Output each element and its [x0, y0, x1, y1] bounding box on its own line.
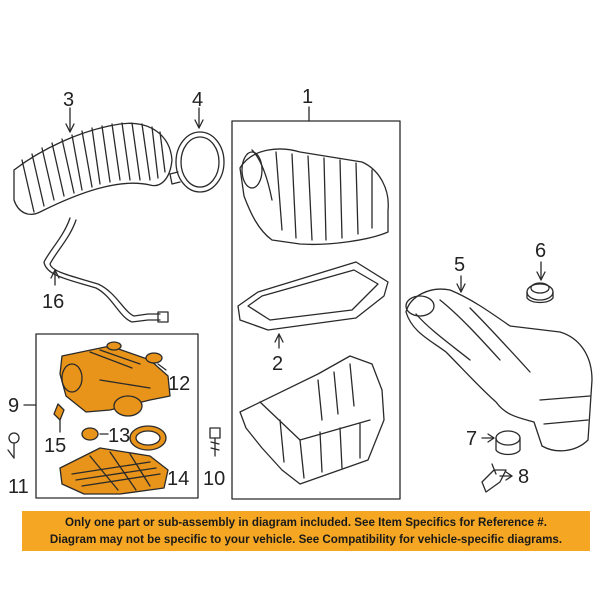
disclaimer-line-2: Diagram may not be specific to your vehi… [49, 533, 563, 546]
callout-10: 10 [203, 468, 225, 490]
bolt-drawing [209, 427, 221, 457]
grommet-drawing [526, 261, 554, 304]
clip-drawing [7, 432, 20, 459]
callout-11: 11 [8, 476, 29, 498]
vent-tube-drawing [43, 217, 169, 323]
part-15-sensor [53, 403, 65, 433]
callout-1: 1 [302, 86, 313, 108]
part-9-box [35, 333, 199, 499]
air-inlet-duct-drawing [405, 275, 593, 452]
hose-clamp-drawing [169, 107, 225, 193]
callout-2: 2 [272, 353, 283, 375]
part-13-cap [81, 427, 109, 441]
callout-12: 12 [168, 373, 190, 395]
air-cleaner-assembly-box [231, 120, 401, 500]
callout-3: 3 [63, 89, 74, 111]
callout-14: 14 [167, 468, 189, 490]
air-cleaner-housing-drawing [239, 355, 385, 485]
callout-13: 13 [108, 425, 130, 447]
air-filter-drawing [237, 261, 389, 349]
disclaimer-banner: Only one part or sub-assembly in diagram… [22, 511, 590, 551]
push-pin-drawing [481, 463, 513, 493]
callout-6: 6 [535, 240, 546, 262]
callout-16: 16 [42, 291, 64, 313]
callout-5: 5 [454, 254, 465, 276]
part-12-grommet [106, 341, 167, 371]
resonator-housing-drawing [59, 345, 171, 417]
air-cleaner-cover-drawing [239, 148, 389, 246]
callout-9: 9 [8, 395, 19, 417]
callout-15: 15 [44, 435, 66, 457]
callout-8: 8 [518, 466, 529, 488]
callout-7: 7 [466, 428, 477, 450]
intake-hose-drawing [13, 107, 173, 215]
callout-4: 4 [192, 89, 203, 111]
disclaimer-line-1: Only one part or sub-assembly in diagram… [65, 516, 547, 529]
bushing-drawing [481, 430, 521, 456]
part-14-seal [129, 425, 167, 451]
lower-tray-drawing [59, 447, 169, 495]
